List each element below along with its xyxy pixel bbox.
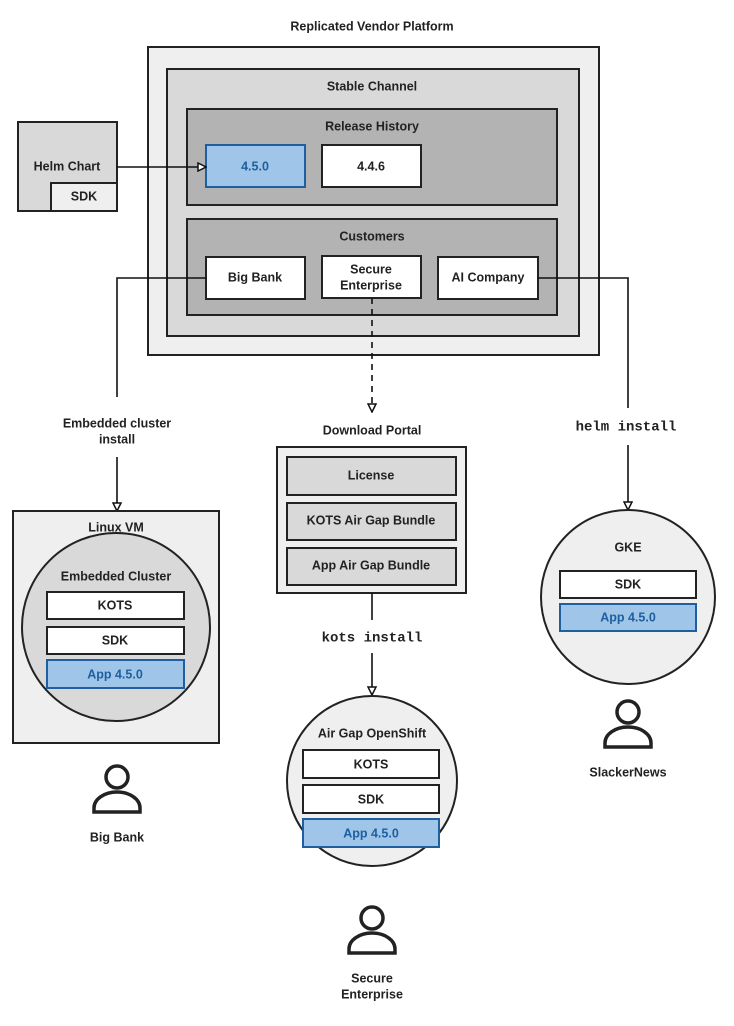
release-4-5-0[interactable]	[205, 144, 306, 188]
se-app-box	[302, 818, 440, 848]
se-kots-label: KOTS	[354, 757, 389, 771]
linux-vm-title: Linux VM	[88, 520, 144, 534]
bb-app-label: App 4.5.0	[87, 667, 143, 681]
embedded-install-label-2: install	[99, 432, 135, 446]
big-bank-connector	[116, 277, 206, 397]
release-4-4-6[interactable]	[321, 144, 422, 188]
embedded-install-label-1: Embedded cluster	[63, 416, 171, 430]
release-4-5-0-label: 4.5.0	[241, 159, 269, 173]
portal-license-label: License	[348, 468, 395, 482]
gke-sdk-box	[559, 570, 697, 599]
se-sdk-box	[302, 784, 440, 814]
bb-sdk-box	[46, 626, 185, 655]
gke-app-box	[559, 603, 697, 632]
portal-app-bundle[interactable]	[286, 547, 457, 586]
portal-app-bundle-label: App Air Gap Bundle	[312, 558, 430, 572]
customer-big-bank-label: Big Bank	[228, 270, 282, 284]
customer-big-bank[interactable]	[205, 256, 306, 300]
customer-secure-label-1: Secure	[350, 262, 392, 276]
kots-install-label: kots install	[322, 631, 423, 647]
channel-title: Stable Channel	[327, 79, 417, 93]
bb-kots-label: KOTS	[98, 598, 133, 612]
customer-secure-enterprise[interactable]	[321, 255, 422, 299]
helm-chart-title: Helm Chart	[34, 159, 102, 173]
customer-secure-label-2: Enterprise	[340, 278, 402, 292]
customer-ai-company[interactable]	[437, 256, 539, 300]
embedded-cluster-title: Embedded Cluster	[61, 569, 172, 583]
secure-person-label-2: Enterprise	[341, 987, 403, 1001]
slackernews-person-label: SlackerNews	[589, 765, 666, 779]
helm-sdk-label: SDK	[71, 189, 97, 203]
bb-app-box	[46, 659, 185, 689]
bb-kots-box	[46, 591, 185, 620]
secure-person-label-1: Secure	[351, 971, 393, 985]
openshift-title: Air Gap OpenShift	[318, 726, 427, 740]
se-app-label: App 4.5.0	[343, 826, 399, 840]
helm-install-label: helm install	[576, 420, 677, 436]
big-bank-person-label: Big Bank	[90, 830, 144, 844]
se-kots-box	[302, 749, 440, 779]
download-portal-title: Download Portal	[323, 423, 422, 437]
customers-title: Customers	[339, 229, 404, 243]
customer-ai-company-label: AI Company	[452, 270, 525, 284]
platform-title: Replicated Vendor Platform	[290, 19, 453, 33]
release-4-4-6-label: 4.4.6	[357, 159, 385, 173]
gke-app-label: App 4.5.0	[600, 610, 656, 624]
se-sdk-label: SDK	[358, 792, 384, 806]
portal-kots-bundle[interactable]	[286, 502, 457, 541]
helm-sdk-box	[50, 182, 118, 212]
gke-title: GKE	[614, 540, 641, 554]
ai-company-connector	[538, 277, 629, 408]
release-history-title: Release History	[325, 119, 419, 133]
user-icon	[92, 764, 142, 814]
portal-license[interactable]	[286, 456, 457, 496]
user-icon	[347, 905, 397, 955]
gke-sdk-label: SDK	[615, 577, 641, 591]
bb-sdk-label: SDK	[102, 633, 128, 647]
portal-kots-bundle-label: KOTS Air Gap Bundle	[307, 513, 436, 527]
user-icon	[603, 699, 653, 749]
